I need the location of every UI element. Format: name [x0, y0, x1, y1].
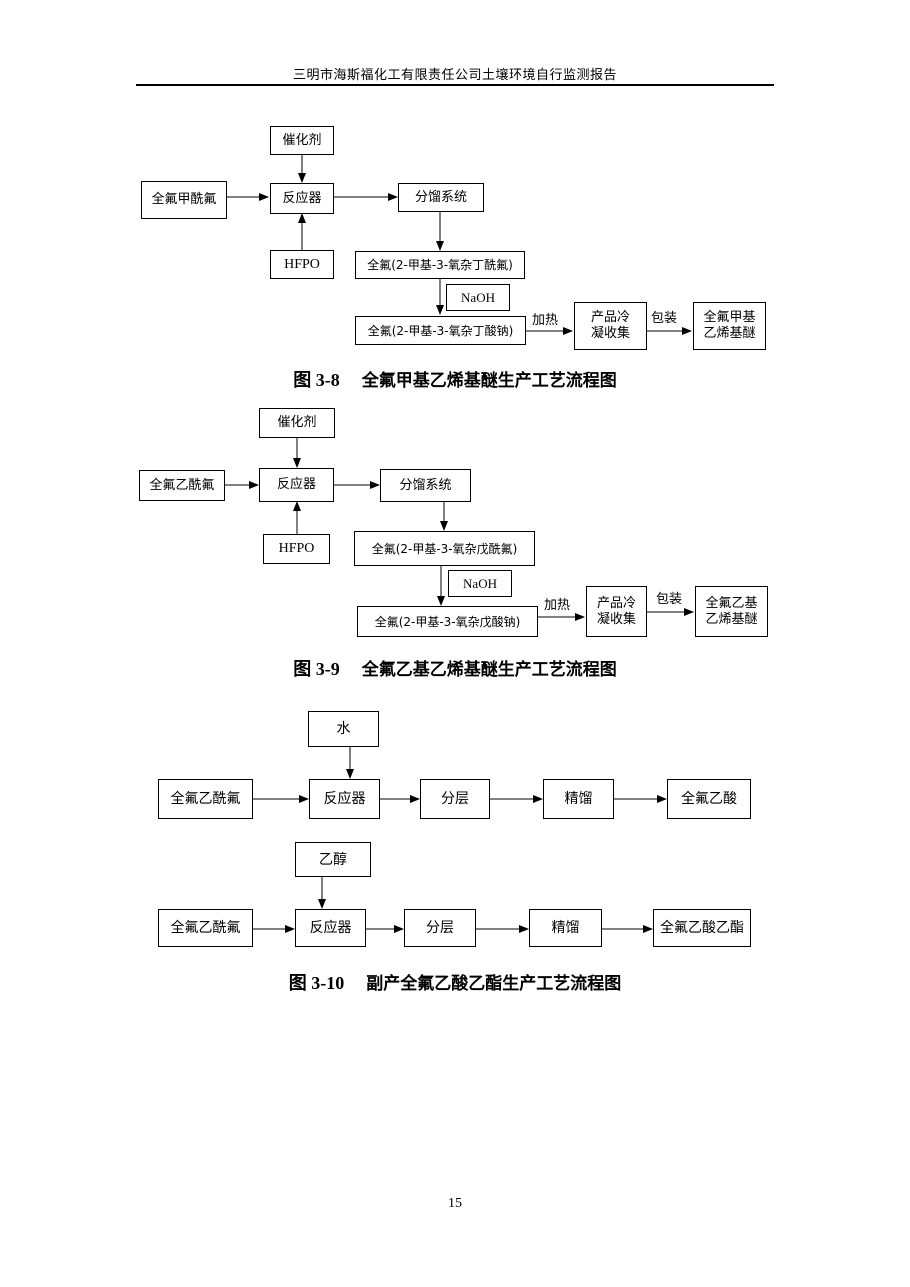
page-number: 15 — [448, 1196, 462, 1211]
fig310-caption: 图 3-10 副产全氟乙酸乙酯生产工艺流程图 — [0, 969, 910, 995]
fig39-intermediate-label: 全氟(2-甲基-3-氧杂戊酰氟) — [371, 541, 518, 556]
fig38-salt-box: 全氟(2-甲基-3-氧杂丁酸钠) — [355, 316, 526, 345]
fig39-catalyst-box: 催化剂 — [259, 408, 335, 438]
fig38-reactor-label: 反应器 — [282, 190, 322, 206]
fig38-condense-line1: 产品冷 — [590, 310, 630, 325]
fig39-reactor-box: 反应器 — [259, 468, 334, 502]
fig39-product-line2: 乙烯基醚 — [705, 611, 758, 627]
fig38-caption-text: 全氟甲基乙烯基醚生产工艺流程图 — [361, 371, 617, 391]
fig39-product-line1: 全氟乙基 — [705, 595, 758, 611]
fig38-naoh-label: NaOH — [461, 289, 495, 305]
fig38-caption: 图 3-8 全氟甲基乙烯基醚生产工艺流程图 — [0, 366, 910, 392]
fig310b-feed-box: 全氟乙酰氟 — [158, 909, 253, 947]
fig39-naoh-box: NaOH — [448, 570, 512, 597]
fig38-product-box: 全氟甲基 乙烯基醚 — [693, 302, 766, 350]
fig310b-ethanol-label: 乙醇 — [319, 851, 347, 868]
fig38-hfpo-box: HFPO — [270, 250, 334, 279]
fig310a-reactor-box: 反应器 — [309, 779, 380, 819]
fig38-condense-box: 产品冷 凝收集 — [574, 302, 647, 350]
fig310b-rectify-label: 精馏 — [551, 920, 580, 936]
fig39-condense-box: 产品冷 凝收集 — [586, 586, 647, 637]
fig38-reactor-box: 反应器 — [270, 183, 334, 214]
fig38-pack-label: 包装 — [651, 311, 678, 326]
fig38-catalyst-label: 催化剂 — [282, 132, 322, 148]
fig39-caption: 图 3-9 全氟乙基乙烯基醚生产工艺流程图 — [0, 655, 910, 681]
fig39-product-box: 全氟乙基 乙烯基醚 — [695, 586, 768, 637]
fig39-pack-label: 包装 — [656, 592, 683, 607]
fig39-salt-label: 全氟(2-甲基-3-氧杂戊酸钠) — [374, 614, 521, 629]
fig310b-feed-label: 全氟乙酰氟 — [170, 920, 241, 936]
fig39-reactor-label: 反应器 — [276, 477, 316, 492]
fig310-caption-number: 图 3-10 — [288, 973, 345, 993]
fig38-catalyst-box: 催化剂 — [270, 126, 334, 155]
page-header-title: 三明市海斯福化工有限责任公司土壤环境自行监测报告 — [292, 68, 617, 83]
fig39-condense-line1: 产品冷 — [596, 595, 636, 611]
fig310a-feed-label: 全氟乙酰氟 — [170, 791, 241, 807]
fig310b-ethanol-box: 乙醇 — [295, 842, 371, 877]
fig39-condense-line2: 凝收集 — [596, 611, 636, 627]
fig310b-product-box: 全氟乙酸乙酯 — [653, 909, 751, 947]
fig38-intermediate-label: 全氟(2-甲基-3-氧杂丁酰氟) — [367, 258, 513, 272]
fig310a-water-box: 水 — [308, 711, 379, 747]
fig38-feed-box: 全氟甲酰氟 — [141, 181, 227, 219]
fig39-intermediate-box: 全氟(2-甲基-3-氧杂戊酰氟) — [354, 531, 535, 566]
fig310b-reactor-box: 反应器 — [295, 909, 366, 947]
fig310a-feed-box: 全氟乙酰氟 — [158, 779, 253, 819]
fig38-condense-line2: 凝收集 — [590, 326, 630, 341]
fig39-hfpo-label: HFPO — [278, 541, 315, 556]
fig39-heat-label: 加热 — [544, 598, 571, 613]
fig310a-reactor-label: 反应器 — [323, 791, 366, 807]
fig38-naoh-box: NaOH — [446, 284, 510, 311]
fig310a-layer-label: 分层 — [441, 791, 469, 807]
fig39-naoh-label: NaOH — [463, 575, 497, 591]
fig310b-rectify-box: 精馏 — [529, 909, 602, 947]
fig38-hfpo-label: HFPO — [284, 256, 320, 272]
fig38-feed-label: 全氟甲酰氟 — [151, 192, 217, 207]
fig38-salt-label: 全氟(2-甲基-3-氧杂丁酸钠) — [367, 323, 514, 338]
fig38-distill-label: 分馏系统 — [414, 189, 467, 205]
fig38-heat-label: 加热 — [532, 313, 559, 328]
fig310-caption-text: 副产全氟乙酸乙酯生产工艺流程图 — [366, 974, 622, 994]
fig39-feed-label: 全氟乙酰氟 — [149, 477, 215, 493]
fig310a-water-label: 水 — [336, 721, 351, 737]
fig310a-rectify-label: 精馏 — [564, 791, 593, 807]
fig39-hfpo-box: HFPO — [263, 534, 330, 564]
fig310a-product-box: 全氟乙酸 — [667, 779, 751, 819]
fig310a-rectify-box: 精馏 — [543, 779, 614, 819]
fig39-salt-box: 全氟(2-甲基-3-氧杂戊酸钠) — [357, 606, 538, 637]
fig38-product-line2: 乙烯基醚 — [703, 326, 756, 341]
fig39-catalyst-label: 催化剂 — [277, 415, 317, 430]
fig39-distill-box: 分馏系统 — [380, 469, 471, 502]
fig39-distill-label: 分馏系统 — [399, 477, 452, 493]
fig38-product-line1: 全氟甲基 — [703, 310, 756, 325]
fig310a-product-label: 全氟乙酸 — [681, 791, 737, 807]
fig39-feed-box: 全氟乙酰氟 — [139, 470, 225, 501]
fig39-caption-text: 全氟乙基乙烯基醚生产工艺流程图 — [361, 660, 617, 680]
fig310b-layer-box: 分层 — [404, 909, 476, 947]
header-rule — [136, 84, 774, 86]
fig310b-reactor-label: 反应器 — [309, 920, 352, 936]
fig310b-product-label: 全氟乙酸乙酯 — [660, 920, 744, 936]
fig39-caption-number: 图 3-9 — [293, 659, 340, 679]
fig38-caption-number: 图 3-8 — [293, 370, 340, 390]
fig38-intermediate-box: 全氟(2-甲基-3-氧杂丁酰氟) — [355, 251, 525, 279]
fig310a-layer-box: 分层 — [420, 779, 490, 819]
fig38-distill-box: 分馏系统 — [398, 183, 484, 212]
fig310b-layer-label: 分层 — [426, 920, 454, 936]
